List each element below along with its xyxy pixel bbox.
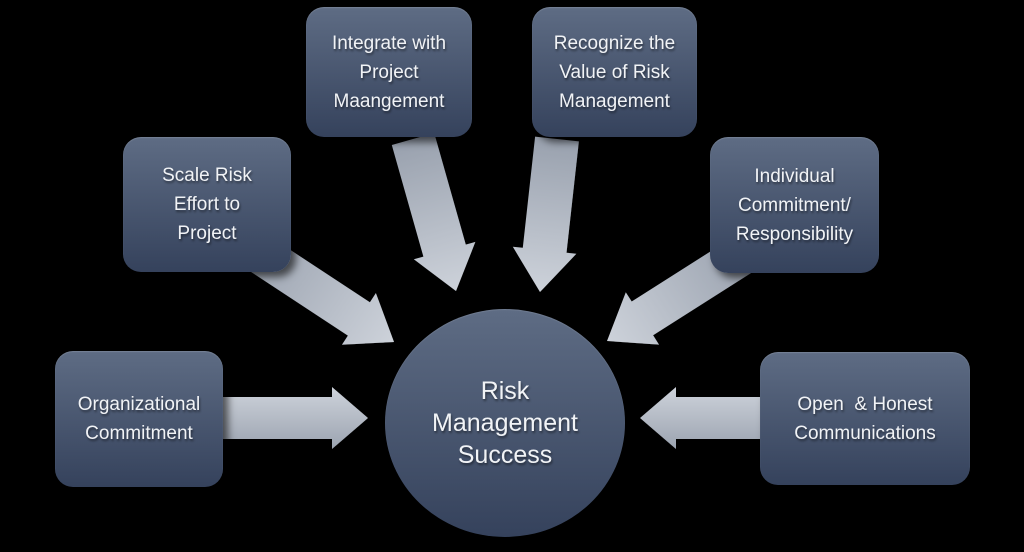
box-recognize-value-risk: Recognize the Value of Risk Management [532, 7, 697, 137]
box-integrate-project-management: Integrate with Project Maangement [306, 7, 472, 137]
arrow-organizational-commitment [220, 387, 368, 449]
center-circle-label: Risk Management Success [432, 377, 578, 469]
box-individual-commitment-label: Individual Commitment/ Responsibility [735, 165, 854, 245]
box-scale-risk-effort-label: Scale Risk Effort to Project [162, 165, 252, 244]
box-organizational-commitment: Organizational Commitment [55, 351, 223, 487]
arrow-recognize-value-risk [512, 136, 579, 292]
box-organizational-commitment-label: Organizational Commitment [77, 394, 201, 444]
center-circle-risk-management-success: Risk Management Success [385, 309, 625, 537]
box-recognize-value-risk-label: Recognize the Value of Risk Management [553, 32, 676, 112]
arrow-integrate-project-management [391, 133, 476, 291]
box-individual-commitment: Individual Commitment/ Responsibility [710, 137, 879, 273]
box-open-honest-communications: Open & Honest Communications [760, 352, 970, 485]
box-open-honest-communications-label: Open & Honest Communications [794, 393, 936, 444]
box-integrate-project-management-label: Integrate with Project Maangement [331, 32, 447, 112]
box-scale-risk-effort: Scale Risk Effort to Project [123, 137, 291, 272]
arrow-open-honest-communications [640, 387, 765, 449]
